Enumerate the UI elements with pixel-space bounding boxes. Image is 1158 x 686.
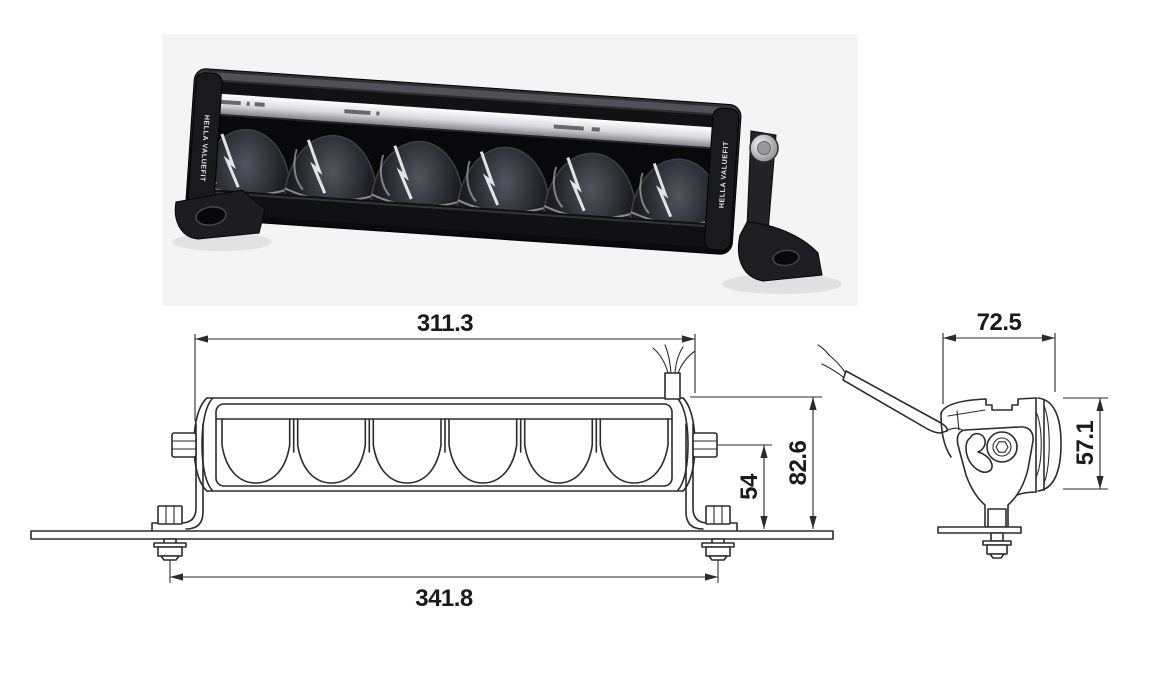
wiring-conduit — [652, 344, 696, 400]
side-bolt — [171, 432, 197, 458]
dim-label-72-5: 72.5 — [977, 309, 1022, 336]
position-light-strip — [206, 93, 726, 149]
brand-label-right: HELLA VALUEFIT — [719, 141, 731, 209]
dim-label-54: 54 — [736, 473, 763, 500]
dimension-mounting-width: 341.8 — [170, 573, 718, 612]
dim-label-311-3: 311.3 — [417, 310, 473, 337]
right-bracket — [685, 423, 738, 532]
right-nut — [701, 538, 735, 583]
stem-block — [987, 508, 1007, 528]
foot-plate — [937, 526, 1022, 534]
wire-harness — [817, 344, 949, 434]
right-mounting-bracket — [737, 133, 823, 282]
foot-bolt — [157, 505, 183, 525]
side-view: 72.5 — [817, 309, 1108, 559]
dimension-lens-height: 57.1 — [1063, 397, 1108, 490]
dimension-overall-height: 82.6 — [690, 396, 822, 529]
left-bracket — [151, 423, 204, 532]
dim-label-341-8: 341.8 — [415, 585, 473, 612]
dim-label-57-1: 57.1 — [1072, 420, 1099, 465]
dim-label-82-6: 82.6 — [785, 440, 812, 485]
foot-bolt — [705, 505, 731, 525]
lens-scallop — [372, 418, 442, 484]
side-bolt — [692, 432, 718, 458]
lens-scallop — [523, 418, 594, 484]
right-bracket-shadow — [722, 274, 842, 294]
top-edge-highlight — [199, 71, 737, 115]
top-frame — [197, 80, 737, 129]
lens-scallop — [599, 418, 669, 484]
mounting-slot — [772, 249, 800, 267]
mounting-slot — [195, 206, 227, 226]
right-end-cap — [703, 107, 740, 251]
mounting-plate — [30, 530, 834, 540]
pivot-bracket — [956, 426, 1034, 528]
left-mounting-bracket — [174, 189, 266, 240]
bottom-frame-highlight — [200, 190, 720, 229]
side-foot — [937, 526, 1022, 559]
light-bar: HELLA VALUEFIT HELLA VALUEFIT — [185, 68, 742, 255]
product-photo: HELLA VALUEFIT HELLA VALUEFIT — [162, 34, 858, 306]
dimension-bracket-height: 54 — [717, 444, 772, 529]
dimension-body-width: 311.3 — [194, 310, 696, 421]
dimension-depth: 72.5 — [942, 309, 1056, 404]
lens-scallop — [448, 418, 518, 484]
adjustment-slot — [965, 432, 993, 473]
lens-scallop — [296, 418, 367, 484]
pivot-bolt-socket — [757, 141, 771, 155]
front-view: 311.3 — [30, 310, 834, 612]
lamp-body-side — [940, 397, 1062, 505]
hex-socket — [995, 441, 1009, 453]
bottom-frame — [195, 188, 724, 248]
certification-marks — [218, 99, 600, 132]
left-nut — [153, 538, 187, 583]
lens-array — [221, 418, 669, 484]
lens-scallop — [221, 418, 291, 484]
pivot-boss — [986, 431, 1018, 463]
housing-outline — [193, 397, 696, 492]
brand-label-left: HELLA VALUEFIT — [198, 115, 210, 183]
